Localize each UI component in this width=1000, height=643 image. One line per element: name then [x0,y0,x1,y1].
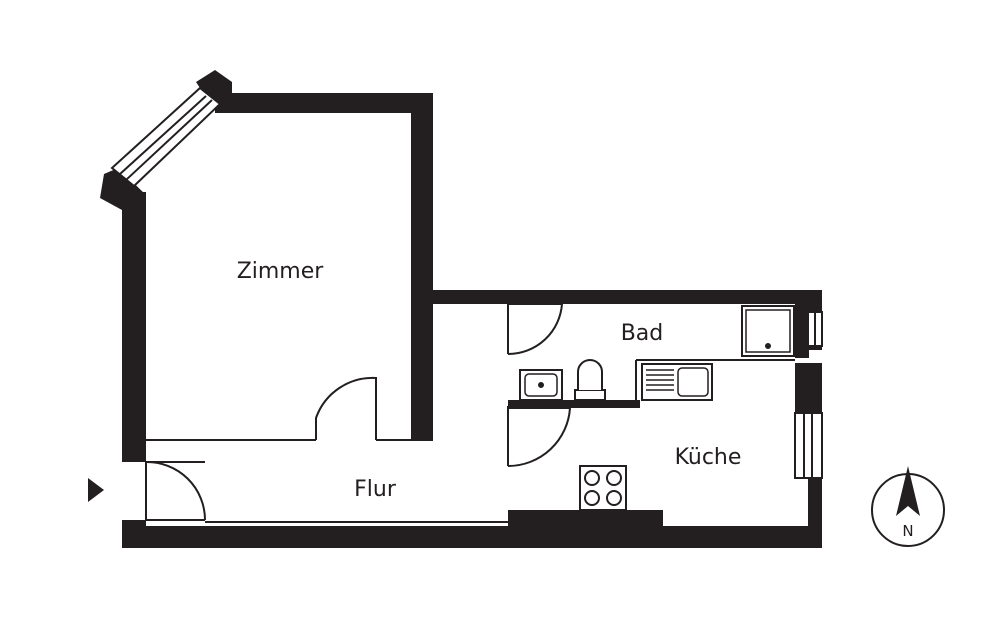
wall-bad-top [433,290,822,304]
compass: N [871,466,945,547]
wall-zimmer-top [215,93,433,113]
room-label-flur: Flur [354,477,397,502]
door-bad [507,303,564,356]
compass-label: N [902,522,913,540]
bathroom-fixtures [519,305,795,401]
wall-bottom [122,526,822,548]
bay-window [110,86,222,188]
wall-bay-left [100,168,146,210]
kitchen-fixtures [579,363,713,511]
room-label-kueche: Küche [675,445,742,470]
door-kitchen [507,407,572,468]
wall-zimmer-right [411,93,433,441]
door-zimmer [315,376,377,440]
wall-right-inner [795,290,809,358]
wall-zimmer-left [122,192,146,462]
room-label-zimmer: Zimmer [237,259,325,284]
room-label-bad: Bad [621,321,664,346]
walls [100,70,822,548]
entrance-arrow-icon [88,478,104,502]
toilet-icon [574,359,606,401]
right-windows [794,311,823,479]
north-arrow-icon [896,466,920,516]
interior-lines [146,304,795,523]
wall-right-middle [795,363,822,413]
wall-kitchen-counter [508,510,663,528]
wall-right-lower [808,478,822,548]
wall-bad-bottom [508,400,640,408]
doors [145,303,572,521]
door-entrance [145,460,206,521]
